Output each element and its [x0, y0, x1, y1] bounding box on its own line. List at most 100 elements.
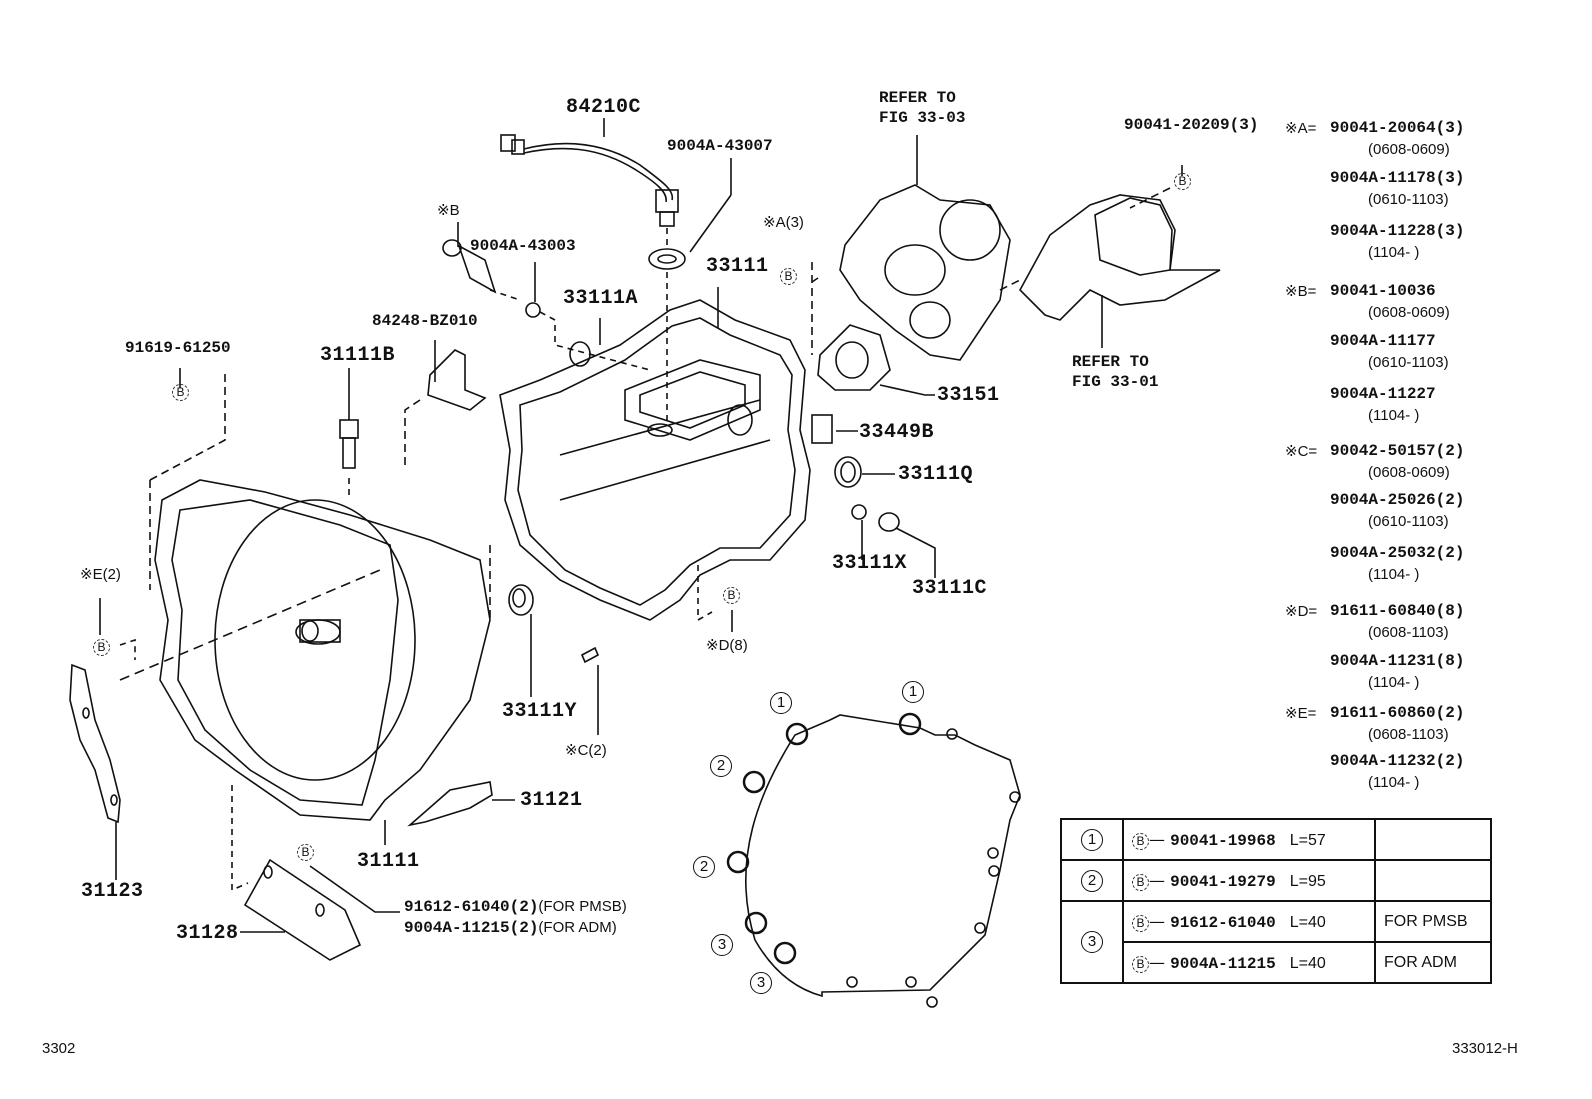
bracket-84248-bz010[interactable]	[404, 340, 487, 470]
legend-part[interactable]: 90041-10036	[1330, 282, 1436, 300]
part-label-31123[interactable]: 31123	[81, 880, 144, 903]
part-label-84248-bz010[interactable]: 84248-BZ010	[372, 312, 478, 330]
bearing-retainer-33151[interactable]	[817, 324, 935, 396]
bolt-part-number[interactable]: 9004A-11215	[1170, 954, 1276, 973]
part-31121[interactable]	[407, 781, 515, 827]
bolt-key-cell: 3	[1060, 900, 1124, 984]
bolt-xb[interactable]	[442, 222, 521, 301]
legend-dates: (1104- )	[1368, 407, 1420, 424]
part-label-33111y[interactable]: 33111Y	[502, 700, 578, 723]
part-label-90041-20209[interactable]: 90041-20209(3)	[1124, 116, 1259, 134]
part-label-33111q[interactable]: 33111Q	[898, 463, 974, 486]
bracket-bolt-part-1[interactable]: 91612-61040(2)	[404, 898, 539, 916]
legend-part[interactable]: 91611-60860(2)	[1330, 704, 1465, 722]
bolt-part-number[interactable]: 91612-61040	[1170, 913, 1276, 932]
legend-part[interactable]: 9004A-11227	[1330, 385, 1436, 403]
bolt-length: L=95	[1289, 872, 1326, 890]
shift-lever-housing[interactable]	[999, 165, 1221, 348]
bolt-position-callout: 2	[710, 755, 732, 777]
pin-xc[interactable]	[580, 646, 600, 735]
legend-part[interactable]: 9004A-11232(2)	[1330, 752, 1465, 770]
oil-seal-33111q[interactable]	[834, 456, 895, 488]
bolt-note	[1374, 859, 1492, 902]
part-label-9004a-43003[interactable]: 9004A-43003	[470, 237, 576, 255]
b-mark-icon: B	[1132, 914, 1149, 932]
cover-31128[interactable]	[240, 858, 400, 961]
bolt-key-cell: 1	[1060, 818, 1124, 861]
legend-dates: (0608-1103)	[1368, 624, 1449, 641]
plate-31123[interactable]	[69, 598, 121, 880]
legend-part[interactable]: 9004A-25026(2)	[1330, 491, 1465, 509]
part-label-33151[interactable]: 33151	[937, 384, 1000, 407]
transmission-case-33111[interactable]	[499, 287, 811, 621]
shim-33449b[interactable]	[811, 414, 858, 444]
refer-line1: REFER TO	[1072, 353, 1149, 371]
bolt-note: FOR ADM	[1374, 941, 1492, 984]
gasket-9004a-43007[interactable]	[648, 158, 732, 270]
refer-note-fig-33-03[interactable]: REFER TO FIG 33-03	[879, 88, 965, 128]
gasket-33111x[interactable]	[851, 504, 867, 560]
legend-part[interactable]: 90042-50157(2)	[1330, 442, 1465, 460]
bolt-part-number[interactable]: 90041-19279	[1170, 872, 1276, 891]
bracket-bolt-part-2[interactable]: 9004A-11215(2)	[404, 919, 539, 937]
oil-seal-33111y[interactable]	[508, 584, 534, 697]
bolt-position-callout: 3	[711, 934, 733, 956]
legend-dates: (1104- )	[1368, 674, 1420, 691]
b-mark-icon: B	[1132, 955, 1149, 973]
part-label-33111-case[interactable]: 33111	[706, 255, 769, 278]
part-label-33111x[interactable]: 33111X	[832, 552, 908, 575]
legend-dates: (0610-1103)	[1368, 354, 1449, 371]
bolt-position-callout: 1	[770, 692, 792, 714]
refer-note-fig-33-01[interactable]: REFER TO FIG 33-01	[1072, 352, 1158, 392]
legend-dates: (1104- )	[1368, 774, 1420, 791]
extension-housing[interactable]	[839, 135, 1011, 361]
part-label-31111b[interactable]: 31111B	[320, 344, 396, 367]
legend-dates: (0610-1103)	[1368, 191, 1449, 208]
legend-key: ※C=	[1285, 443, 1318, 460]
bolt-length: L=57	[1289, 831, 1326, 849]
legend-key: ※B=	[1285, 283, 1317, 300]
part-label-84210c[interactable]: 84210C	[566, 96, 642, 119]
bolt-key: 1	[1081, 828, 1103, 851]
refer-line2: FIG 33-01	[1072, 373, 1159, 391]
part-label-91619-61250[interactable]: 91619-61250	[125, 339, 231, 357]
legend-part[interactable]: 9004A-11177	[1330, 332, 1436, 350]
bolt-key: 2	[1081, 869, 1103, 892]
plug-33111c[interactable]	[878, 512, 936, 578]
bolt-note	[1374, 818, 1492, 861]
part-label-33449b[interactable]: 33449B	[859, 421, 935, 444]
legend-part[interactable]: 9004A-11228(3)	[1330, 222, 1465, 240]
part-label-31111[interactable]: 31111	[357, 850, 420, 873]
nut-9004a-43003[interactable]	[525, 262, 651, 371]
legend-part[interactable]: 9004A-25032(2)	[1330, 544, 1465, 562]
legend-dates: (0610-1103)	[1368, 513, 1449, 530]
bolt-length: L=40	[1289, 913, 1326, 931]
plug-33111a[interactable]	[569, 318, 601, 367]
switch-31111b[interactable]	[339, 368, 359, 500]
legend-dates: (1104- )	[1368, 244, 1420, 261]
legend-part[interactable]: 91611-60840(8)	[1330, 602, 1465, 620]
part-label-33111c[interactable]: 33111C	[912, 577, 988, 600]
part-label-31121[interactable]: 31121	[520, 789, 583, 812]
part-label-33111a[interactable]: 33111A	[563, 287, 639, 310]
bolt-key: 3	[1081, 931, 1103, 953]
reverse-light-switch-84210c[interactable]	[500, 118, 679, 227]
part-label-31128[interactable]: 31128	[176, 922, 239, 945]
b-mark-icon: B	[1132, 832, 1149, 850]
legend-part[interactable]: 90041-20064(3)	[1330, 119, 1465, 137]
legend-dates: (0608-0609)	[1368, 141, 1450, 158]
legend-dates: (0608-0609)	[1368, 304, 1450, 321]
legend-part[interactable]: 9004A-11231(8)	[1330, 652, 1465, 670]
bolt-part-number[interactable]: 90041-19968	[1170, 831, 1276, 850]
clutch-housing-31111[interactable]	[154, 479, 491, 845]
callout-xd8: ※D(8)	[706, 637, 748, 654]
legend-part[interactable]: 9004A-11178(3)	[1330, 169, 1465, 187]
bracket-bolt-note: 91612-61040(2)(FOR PMSB) 9004A-11215(2)(…	[404, 896, 627, 938]
bolt-note: FOR PMSB	[1374, 900, 1492, 943]
bolt-position-callout: 2	[693, 856, 715, 878]
part-label-9004a-43007[interactable]: 9004A-43007	[667, 137, 773, 155]
